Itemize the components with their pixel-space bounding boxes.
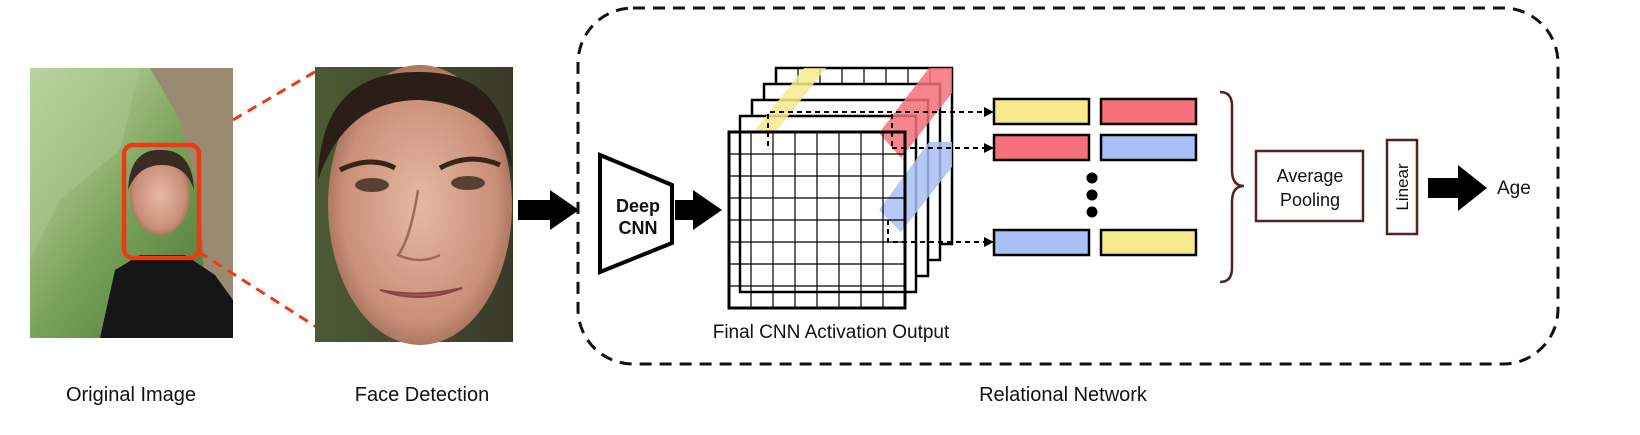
face-crop-image — [315, 65, 513, 345]
pair-n-left — [992, 228, 1091, 257]
age-output-label: Age — [1497, 178, 1531, 199]
activation-caption: Final CNN Activation Output — [713, 322, 950, 343]
pair-2-left — [992, 133, 1091, 162]
average-pooling-label-1: Average — [1277, 166, 1344, 186]
pair-1-right — [1099, 97, 1198, 126]
yellow-feature-tube — [753, 68, 826, 133]
original-image-caption: Original Image — [66, 384, 196, 406]
feature-connectors — [767, 111, 984, 243]
zoom-line-bottom — [198, 250, 319, 330]
arrow-cnn-to-activation — [675, 190, 722, 230]
zoom-line-top — [232, 68, 319, 122]
pair-n-right — [1099, 228, 1198, 257]
original-image — [30, 68, 233, 338]
deep-cnn-label-1: Deep — [616, 196, 660, 216]
blue-feature-tube — [879, 142, 952, 232]
curly-brace — [1219, 90, 1245, 284]
pair-1-left — [992, 97, 1091, 126]
face-detection-box — [121, 142, 202, 261]
linear-label: Linear — [1393, 163, 1412, 211]
pair-features — [992, 97, 1198, 257]
deep-cnn-block: Deep CNN — [598, 152, 674, 275]
pair-2-right — [1099, 133, 1198, 162]
average-pooling-label-2: Pooling — [1280, 190, 1340, 210]
arrow-to-age — [1428, 165, 1487, 211]
average-pooling-block: Average Pooling — [1254, 149, 1365, 223]
activation-stack — [727, 66, 954, 310]
arrow-to-network — [518, 190, 579, 230]
face-detection-caption: Face Detection — [355, 384, 490, 406]
deep-cnn-label-2: CNN — [619, 218, 658, 238]
relational-network-caption: Relational Network — [979, 384, 1148, 406]
linear-block: Linear — [1385, 138, 1419, 236]
relational-network-container — [576, 6, 1560, 366]
ellipsis-dots — [1086, 172, 1098, 218]
